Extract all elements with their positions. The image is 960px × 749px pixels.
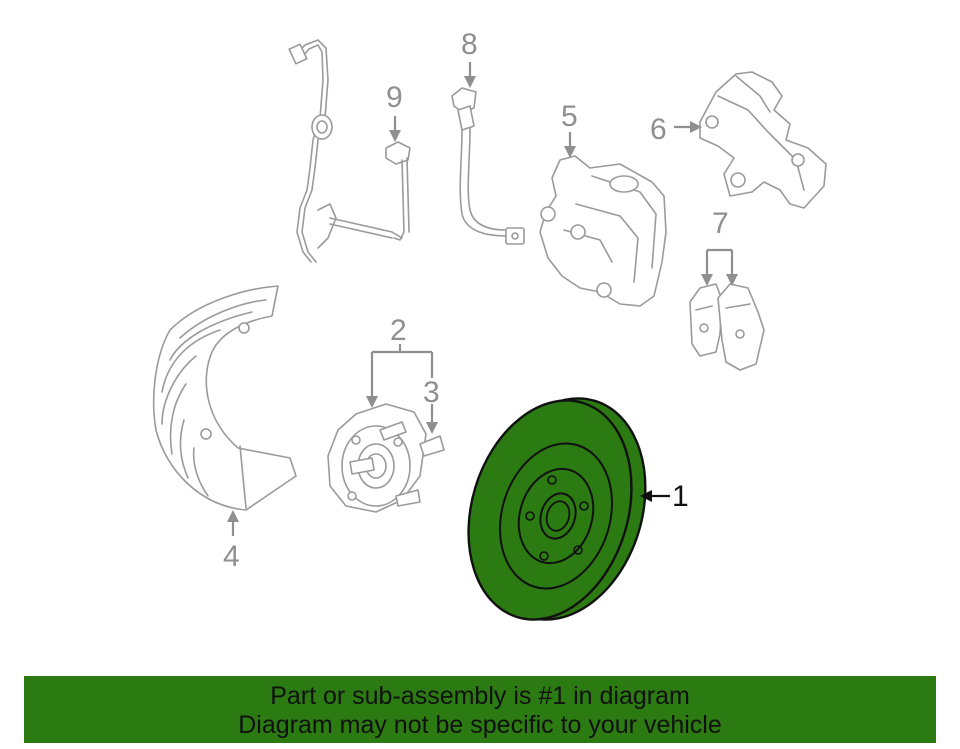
callout-1: 1 <box>672 480 689 513</box>
callout-arrows <box>227 62 738 536</box>
brake-hose <box>451 87 525 245</box>
abs-sensor-wire <box>288 39 403 263</box>
wheel-studs <box>349 421 445 507</box>
brake-pads <box>689 283 765 371</box>
footer-line-1: Part or sub-assembly is #1 in diagram <box>270 682 690 710</box>
callout-5: 5 <box>561 100 578 133</box>
callout-8: 8 <box>461 28 478 61</box>
brake-caliper <box>539 155 667 307</box>
caliper-bracket <box>699 71 827 209</box>
parts-diagram: 1 2 3 4 5 6 7 8 9 <box>152 28 827 621</box>
callout-6: 6 <box>650 113 667 146</box>
callout-2: 2 <box>390 314 407 347</box>
brake-rotor <box>467 397 647 621</box>
callout-4: 4 <box>223 540 240 573</box>
callout-7: 7 <box>712 207 729 240</box>
splash-shield <box>152 285 297 511</box>
callout-9: 9 <box>386 81 403 114</box>
sensor-clip <box>385 141 411 241</box>
footer-line-2: Diagram may not be specific to your vehi… <box>238 711 722 739</box>
callout-3: 3 <box>423 376 440 409</box>
footer-banner: Part or sub-assembly is #1 in diagram Di… <box>24 676 936 743</box>
